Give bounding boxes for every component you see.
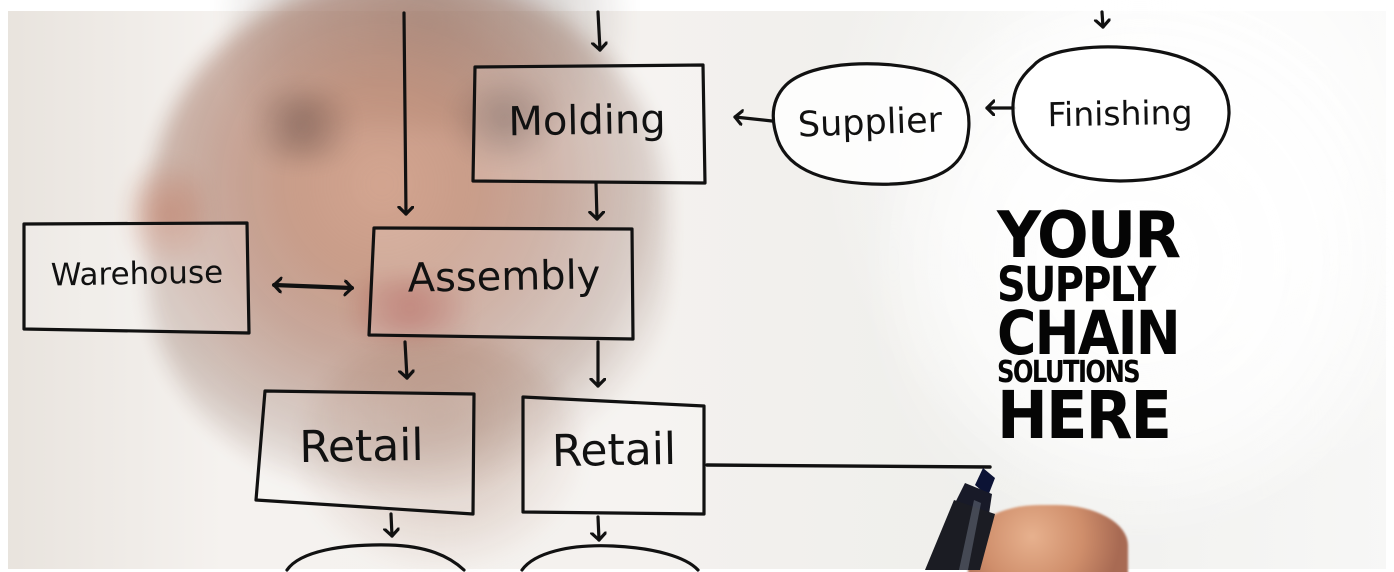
image-border-left: [0, 0, 8, 572]
molding-label: Molding: [507, 96, 667, 146]
flowchart-ellipses: [771, 45, 1231, 186]
headline-line-solutions: SOLUTIONS: [997, 355, 1141, 391]
supplier-to-molding-arrow: [733, 117, 774, 121]
blurred-left-eye: [235, 90, 370, 162]
headline-line-supply: SUPPLY: [997, 257, 1156, 314]
finishing-ellipse: [1011, 45, 1231, 183]
molding-box: [471, 63, 707, 185]
warehouse-assembly-double-arrow: [271, 285, 355, 288]
assembly-box: [367, 226, 635, 341]
retail-right-label: Retail: [551, 423, 677, 478]
headline-line-your: YOUR: [997, 199, 1181, 273]
assembly-label: Assembly: [407, 252, 601, 302]
flowchart-arrows: [271, 10, 1103, 542]
assembly-to-left-retail-arrow: [405, 340, 407, 380]
top-middle-down-arrow: [598, 10, 600, 52]
left-retail-box: [254, 389, 476, 516]
warehouse-box: [22, 221, 251, 335]
supplier-ellipse: [771, 62, 971, 186]
molding-to-assembly-arrow: [596, 181, 597, 221]
supplier-label: Supplier: [797, 100, 943, 146]
retail-left-label: Retail: [298, 419, 425, 474]
right-retail-down-arrow: [598, 515, 599, 542]
marker-highlight: [959, 500, 981, 570]
blurred-neck: [300, 340, 580, 572]
blurred-person-face: [148, 0, 668, 490]
warehouse-label: Warehouse: [50, 254, 224, 294]
headline-line-here: HERE: [997, 376, 1172, 454]
marker-body: [925, 500, 995, 570]
flowchart-boxes: [22, 63, 707, 572]
hand: [968, 505, 1128, 572]
headline-line-chain: CHAIN: [997, 297, 1181, 369]
finishing-label: Finishing: [1047, 92, 1193, 135]
blurred-right-eye: [435, 82, 575, 158]
right-retail-box: [521, 395, 706, 516]
marker-tip: [975, 468, 995, 496]
marker-collar: [955, 483, 992, 514]
bottom-left-partial-ellipse: [285, 543, 466, 572]
marker-pen: [925, 468, 995, 570]
top-left-down-arrow: [404, 11, 406, 216]
top-right-down-arrow: [1102, 10, 1103, 29]
image-border-top: [0, 0, 1394, 11]
left-retail-down-arrow: [391, 512, 392, 538]
supply-chain-headline: YOUR SUPPLY CHAIN SOLUTIONS HERE: [997, 199, 1187, 454]
blurred-ear: [130, 150, 205, 280]
retail-to-marker-line: [705, 463, 992, 469]
bottom-right-partial-ellipse: [520, 544, 700, 572]
